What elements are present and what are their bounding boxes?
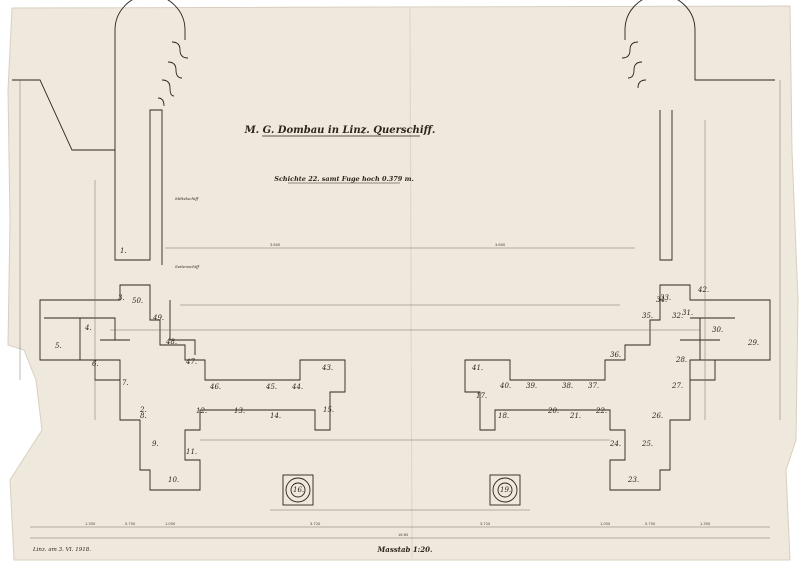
side-note-lower: Seitenschiff xyxy=(175,264,200,269)
left-outer-wall xyxy=(12,30,186,151)
left-pier-semicircle xyxy=(114,0,186,31)
left-base-ring xyxy=(290,482,306,498)
left-base-ring-outer xyxy=(285,477,311,503)
right-stepped-outline xyxy=(464,284,771,491)
sheet-fold-line xyxy=(409,7,413,559)
stone-label: 16. xyxy=(293,486,304,494)
stone-label: 48. xyxy=(165,338,177,346)
stone-label: 49. xyxy=(152,314,164,322)
stone-label: 7. xyxy=(122,379,129,387)
dim-value: 1.350 xyxy=(700,522,711,526)
right-outer-wall xyxy=(624,30,775,81)
stone-label: 39. xyxy=(526,382,537,390)
dim-value: 1.050 xyxy=(600,522,611,526)
stone-label: 31. xyxy=(682,309,693,317)
left-small-base xyxy=(282,474,314,506)
stone-label: 23. xyxy=(627,476,639,484)
stone-label: 28. xyxy=(675,356,687,364)
right-small-base xyxy=(489,474,521,506)
stone-label: 29. xyxy=(747,339,759,347)
dim-value: 3.600 xyxy=(270,243,281,247)
stone-label: 3. xyxy=(118,294,125,302)
stone-label: 12. xyxy=(196,407,207,415)
stone-label: 4. xyxy=(84,324,92,332)
stone-label: 44. xyxy=(291,383,303,391)
stone-label: 45. xyxy=(265,383,277,391)
stone-label: 30. xyxy=(712,326,723,334)
stone-label: 43. xyxy=(321,364,333,372)
scale-label: Masstab 1:20. xyxy=(377,545,433,554)
stone-label: 18. xyxy=(498,412,509,420)
stone-label: 14. xyxy=(270,412,281,420)
left-wing-plan xyxy=(12,0,346,506)
stone-label: 13. xyxy=(234,407,245,415)
dim-value: 1.350 xyxy=(85,522,96,526)
stone-label: 38. xyxy=(562,382,573,390)
stone-label: 11. xyxy=(186,448,197,456)
dim-value: 1.050 xyxy=(165,522,176,526)
stone-label: 6. xyxy=(92,360,99,368)
stone-labels-left: 1. 2. 3. 4. 5. 6. 7. 8. 9. 10. 11. 12. 1… xyxy=(55,247,334,494)
side-note-upper: Mittelschiff xyxy=(174,196,199,201)
dim-value: 0.750 xyxy=(645,522,656,526)
right-base-ring-outer xyxy=(492,477,518,503)
stone-label: 25. xyxy=(641,440,653,448)
place-date: Linz. am 3. VI. 1918. xyxy=(32,547,91,553)
stone-label: 20. xyxy=(547,407,559,415)
stone-label: 50. xyxy=(132,297,143,305)
stone-label: 24. xyxy=(609,440,621,448)
stone-label: 37. xyxy=(588,382,599,390)
stone-labels-right: 17. 18. 19. 20. 21. 22. 23. 24. 25. 26. … xyxy=(471,286,759,494)
left-stepped-outline xyxy=(39,284,346,491)
stone-label: 36. xyxy=(610,351,621,359)
stone-label: 42. xyxy=(697,286,709,294)
stone-label: 8. xyxy=(140,412,147,420)
stone-label: 21. xyxy=(569,412,581,420)
dim-value: 3.600 xyxy=(495,243,506,247)
right-chamber-block xyxy=(680,317,735,381)
right-pier-fluting xyxy=(621,41,647,89)
left-aisle-wall xyxy=(114,109,163,265)
stone-label: 47. xyxy=(185,358,197,366)
dim-value: 3.720 xyxy=(480,522,491,526)
stone-label: 19. xyxy=(500,486,511,494)
right-aisle-wall xyxy=(659,110,673,261)
stone-label: 40. xyxy=(499,382,511,390)
left-pier-fluting xyxy=(157,41,189,107)
stone-label: 9. xyxy=(152,440,159,448)
right-wing-plan xyxy=(464,0,775,506)
stone-label: 41. xyxy=(471,364,483,372)
drawing-subtitle: Schichte 22. samt Fuge hoch 0.379 m. xyxy=(274,175,413,183)
dim-value: 3.720 xyxy=(310,522,321,526)
stone-label: 17. xyxy=(476,392,487,400)
stone-label: 5. xyxy=(55,342,62,350)
stone-label: 33. xyxy=(660,294,671,302)
stone-label: 1. xyxy=(120,247,127,255)
stone-label: 35. xyxy=(642,312,653,320)
stone-label: 15. xyxy=(323,406,334,414)
stone-label: 32. xyxy=(672,312,683,320)
dimension-lines xyxy=(19,80,781,539)
drawing-title: M. G. Dombau in Linz. Querschiff. xyxy=(244,125,436,136)
stone-label: 26. xyxy=(651,412,663,420)
stone-label: 27. xyxy=(671,382,683,390)
dim-value: 16.60 xyxy=(398,533,409,537)
stone-label: 22. xyxy=(595,407,607,415)
stone-label: 10. xyxy=(168,476,179,484)
paper-sheet xyxy=(7,5,799,561)
left-inner-line xyxy=(169,300,196,355)
right-base-ring xyxy=(497,482,513,498)
stone-label: 2. xyxy=(139,406,147,414)
stone-label: 34. xyxy=(656,296,667,304)
dim-value: 0.750 xyxy=(125,522,136,526)
dimension-values: 1.350 0.750 1.050 3.720 3.720 1.050 0.75… xyxy=(85,243,711,537)
left-chamber-block xyxy=(44,317,130,381)
right-pier-semicircle xyxy=(624,0,696,31)
stone-label: 46. xyxy=(209,383,221,391)
